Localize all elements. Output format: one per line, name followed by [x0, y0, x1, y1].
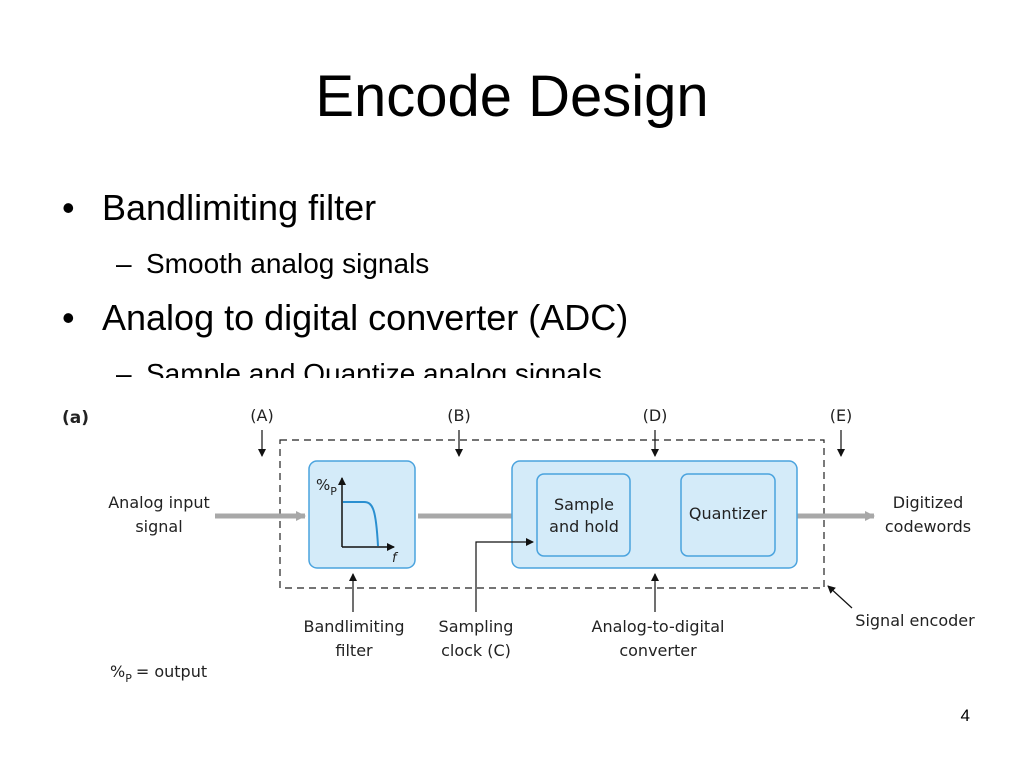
sub-bullet-text: Sample and Quantize analog signals: [146, 358, 603, 378]
marker-e-label: (E): [830, 406, 853, 425]
signal-encoder-pointer-arrow: [827, 585, 853, 609]
bandlimiting-filter-box: [308, 460, 416, 569]
bullet-text: Analog to digital converter (ADC): [102, 297, 629, 338]
sub-bullet-symbol: –: [116, 248, 132, 279]
footnote: %P= output: [110, 662, 207, 685]
slide-number: 4: [960, 706, 970, 725]
analog-input-label: Analog input: [108, 493, 210, 512]
filter-plot-x-label: f: [392, 551, 399, 566]
sample-and-hold-label: Sample: [554, 495, 614, 514]
sampling-clock-label: clock (C): [441, 641, 511, 660]
sample-and-hold-label: and hold: [549, 517, 619, 536]
marker-b-label: (B): [447, 406, 470, 425]
digitized-codewords-label: Digitized: [893, 493, 963, 512]
sample-and-hold-box: [536, 473, 631, 557]
bandlimiting-filter-label: Bandlimiting: [303, 617, 404, 636]
sampling-clock-arrow: [475, 538, 534, 612]
quantizer-label: Quantizer: [689, 504, 768, 523]
slide-title: Encode Design: [315, 64, 709, 129]
analog-input-label: signal: [135, 517, 182, 536]
bullet-symbol: •: [62, 187, 75, 228]
adc-label: Analog-to-digital: [592, 617, 725, 636]
bullet-list: • Bandlimiting filter – Smooth analog si…: [62, 186, 962, 378]
sub-bullet-symbol: –: [116, 358, 132, 378]
bandlimiting-filter-label: filter: [335, 641, 373, 660]
bullet-symbol: •: [62, 297, 75, 338]
digitized-codewords-label: codewords: [885, 517, 971, 536]
marker-a-label: (A): [250, 406, 273, 425]
filter-response-curve: [343, 501, 379, 547]
marker-d-label: (D): [643, 406, 668, 425]
bullet-text: Bandlimiting filter: [102, 187, 377, 228]
sub-bullet-text: Smooth analog signals: [146, 248, 430, 279]
quantizer-box: [680, 473, 776, 557]
sampling-clock-label: Sampling: [439, 617, 514, 636]
signal-encoder-label: Signal encoder: [855, 611, 975, 630]
panel-label: (a): [62, 408, 89, 428]
adc-label: converter: [619, 641, 697, 660]
filter-plot-y-label: %P: [316, 476, 337, 498]
